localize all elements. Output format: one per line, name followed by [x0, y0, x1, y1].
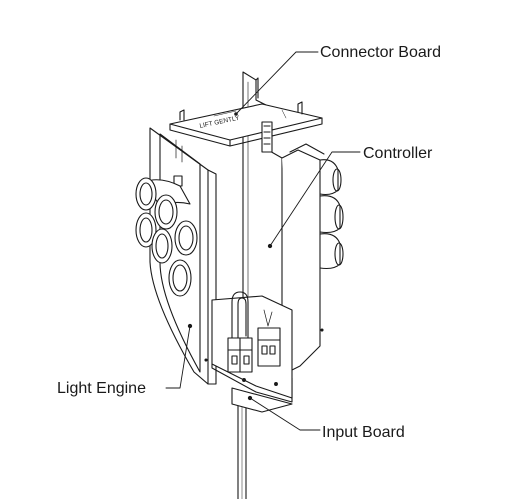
label-controller: Controller — [363, 145, 433, 162]
connector-board: LIFT GENTLY — [169, 101, 323, 153]
leader-light-engine — [165, 325, 191, 389]
input-board — [211, 291, 293, 413]
light-emitter-cluster — [135, 177, 198, 297]
label-input-board: Input Board — [322, 424, 405, 441]
leader-connector-board — [235, 51, 319, 115]
label-light-engine: Light Engine — [57, 380, 146, 397]
callout-leaders — [165, 51, 361, 431]
label-connector-board: Connector Board — [320, 44, 441, 61]
leader-input-board — [249, 397, 321, 431]
mounting-pole — [237, 403, 247, 499]
leader-controller — [269, 151, 361, 247]
